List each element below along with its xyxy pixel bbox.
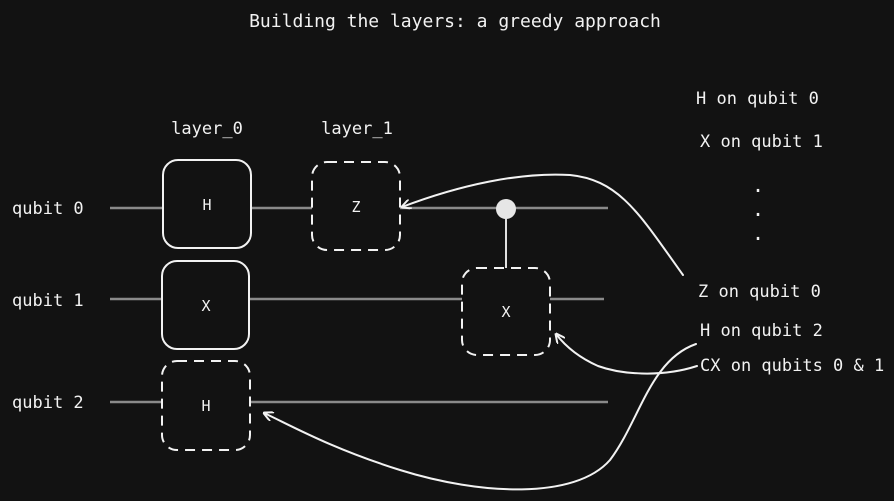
- gate-label: H: [202, 196, 211, 214]
- layer-0-label: layer_0: [171, 119, 243, 139]
- diagram-title: Building the layers: a greedy approach: [249, 11, 661, 32]
- gate-cx-target-qubit1: X: [461, 267, 551, 356]
- gate-label: H: [201, 397, 210, 415]
- qubit-1-label: qubit 1: [12, 291, 84, 311]
- qubit-0-label: qubit 0: [12, 199, 84, 219]
- gate-h-qubit2-layer0: H: [161, 360, 251, 451]
- gate-h-qubit0-layer0: H: [162, 159, 252, 249]
- gate-x-qubit1-layer0: X: [161, 260, 250, 350]
- gate-label: X: [201, 297, 210, 315]
- instruction-h-qubit-2: H on qubit 2: [700, 321, 823, 341]
- arrow-h-qubit2-to-layer0: [264, 343, 697, 491]
- gate-label: X: [501, 303, 510, 321]
- instruction-z-qubit-0: Z on qubit 0: [698, 282, 821, 302]
- arrow-z-to-layer1: [402, 173, 684, 276]
- arrow-cx-to-target: [556, 334, 698, 375]
- ellipsis-dot-2: .: [752, 197, 764, 221]
- instruction-x-qubit-1: X on qubit 1: [700, 132, 823, 152]
- ellipsis-dot-1: .: [752, 173, 764, 197]
- ellipsis-dot-3: .: [752, 221, 764, 245]
- qubit-2-label: qubit 2: [12, 393, 84, 413]
- gate-label: Z: [351, 198, 360, 216]
- gate-z-qubit0-layer1: Z: [311, 161, 401, 251]
- layer-1-label: layer_1: [321, 119, 393, 139]
- instruction-cx-qubits-0-1: CX on qubits 0 & 1: [700, 356, 884, 376]
- instruction-h-qubit-0: H on qubit 0: [696, 89, 819, 109]
- cx-control-dot: [496, 199, 516, 219]
